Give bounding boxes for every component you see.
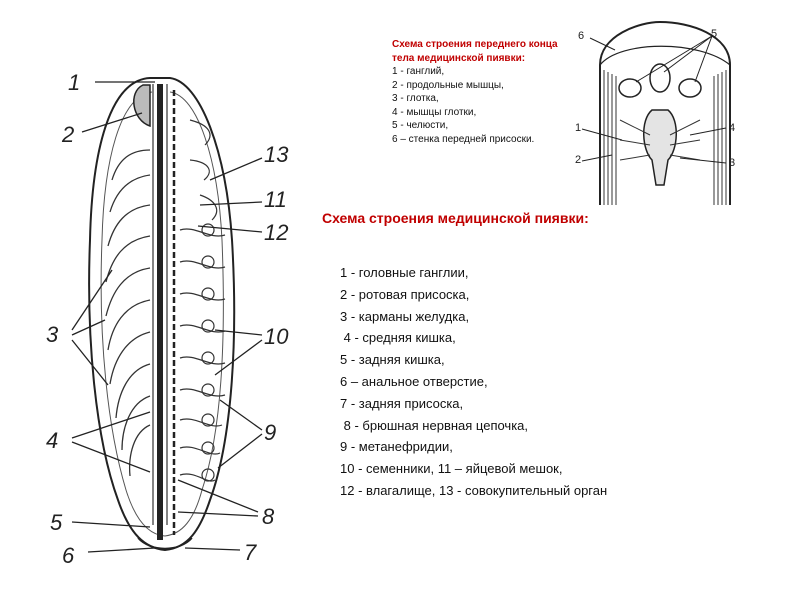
stomach-pockets [105, 149, 151, 477]
head-caption-title: Схема строения переднего конца тела меди… [392, 39, 558, 64]
label-2: 2 [62, 122, 75, 147]
body-legend: 1 - головные ганглии, 2 - ротовая присос… [340, 262, 607, 502]
legend-item: 8 - брюшная нервная цепочка, [340, 417, 529, 433]
label-12: 12 [264, 220, 289, 245]
label-9: 9 [264, 420, 277, 445]
testes-and-metanephridia [179, 119, 226, 482]
label-13: 13 [264, 142, 289, 167]
head-caption-item: 5 - челюсти, [392, 120, 449, 131]
sucker-rim [599, 45, 731, 66]
head-ganglion [133, 84, 151, 128]
legend-item: 10 - семенники, 11 – яйцевой мешок, [340, 461, 563, 477]
head-wall-stripes [603, 70, 727, 205]
head-caption-item: 6 – стенка передней присоски. [392, 133, 535, 145]
label-8: 8 [262, 504, 275, 529]
posterior-sucker [137, 537, 193, 550]
label-11: 11 [264, 187, 287, 212]
head-caption: Схема строения переднего конца тела меди… [392, 38, 567, 146]
head-caption-item: 1 - ганглий, [392, 66, 445, 77]
body-outline [88, 77, 236, 552]
pharynx-muscles [619, 119, 701, 161]
legend-item: 6 – анальное отверстие, [340, 373, 488, 389]
label-7: 7 [244, 540, 257, 565]
label-6: 6 [62, 543, 75, 568]
body-caption-title: Схема строения медицинской пиявки: [322, 210, 589, 226]
label-1: 1 [68, 70, 81, 95]
jaw-left [618, 78, 642, 98]
head-caption-item: 4 - мышцы глотки, [392, 106, 477, 118]
head-label-5: 5 [711, 28, 718, 40]
legend-item: 12 - влагалище, 13 - совокупительный орг… [340, 482, 608, 498]
gut-wall [152, 84, 168, 525]
head-leader-lines [581, 35, 727, 164]
jaw-right [678, 78, 702, 98]
head-label-4: 4 [729, 122, 736, 134]
leech-anatomy-figure [71, 77, 263, 553]
legend-item: 4 - средняя кишка, [340, 330, 456, 346]
leech-head-figure [581, 20, 731, 205]
legend-item: 9 - метанефридии, [340, 439, 453, 455]
inner-outline [100, 91, 224, 537]
legend-item: 3 - карманы желудка, [340, 308, 470, 324]
label-4: 4 [46, 428, 59, 453]
legend-item: 2 - ротовая присоска, [340, 286, 470, 302]
label-5: 5 [50, 510, 63, 535]
pharynx [643, 109, 677, 186]
label-3: 3 [46, 322, 59, 347]
head-label-6: 6 [578, 30, 585, 42]
head-caption-item: 2 - продольные мышцы, [392, 79, 504, 91]
legend-item: 1 - головные ганглии, [340, 265, 469, 280]
head-label-1: 1 [575, 122, 582, 134]
head-label-3: 3 [729, 157, 736, 169]
leader-lines [71, 81, 263, 553]
legend-item: 5 - задняя кишка, [340, 352, 445, 368]
head-caption-item: 3 - глотка, [392, 93, 439, 104]
legend-item: 7 - задняя присоска, [340, 395, 464, 411]
jaw-center [649, 63, 671, 93]
head-label-2: 2 [575, 154, 582, 166]
label-10: 10 [264, 324, 289, 349]
